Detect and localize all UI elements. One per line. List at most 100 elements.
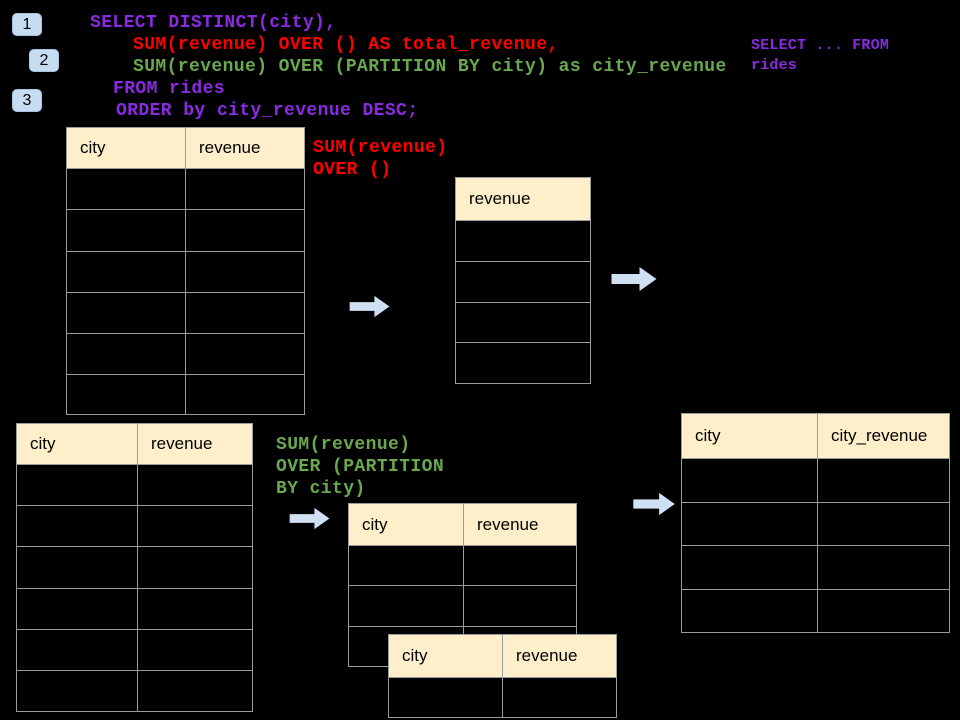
table-cell	[186, 169, 304, 209]
table-cell	[67, 169, 186, 210]
table-cell	[456, 343, 590, 383]
table-cell	[818, 459, 949, 502]
column-header-city: city	[682, 414, 818, 458]
table-row	[67, 168, 304, 210]
arrow-right-icon	[289, 507, 330, 530]
table-rides-top: city revenue	[66, 127, 305, 415]
table-cell	[138, 547, 252, 587]
column-header-revenue: revenue	[516, 646, 578, 665]
table-header-row: city revenue	[67, 128, 304, 168]
sql-line-order-by: ORDER by city_revenue DESC;	[116, 101, 419, 121]
table-city-revenue-result: city city_revenue	[681, 413, 950, 633]
table-row	[17, 628, 252, 670]
table-row	[456, 301, 590, 343]
table-row	[17, 587, 252, 629]
table-row	[349, 545, 576, 586]
column-header-revenue: revenue	[469, 189, 531, 208]
table-partition-b: city revenue	[388, 634, 617, 718]
annotation-total-line-2: OVER ()	[313, 160, 392, 180]
table-cell	[818, 546, 949, 589]
table-body	[682, 458, 949, 632]
table-cell	[186, 293, 304, 333]
table-cell	[17, 465, 138, 506]
table-row	[67, 291, 304, 334]
table-cell	[17, 506, 138, 547]
table-cell	[456, 303, 590, 343]
table-cell	[456, 262, 590, 302]
side-code-rides: rides	[751, 57, 798, 74]
column-header-revenue: revenue	[199, 138, 261, 157]
table-cell	[17, 670, 138, 711]
table-row	[682, 501, 949, 546]
table-cell	[17, 629, 138, 670]
table-header-row: city city_revenue	[682, 414, 949, 458]
table-cell	[138, 630, 252, 670]
table-cell	[138, 506, 252, 546]
column-header-city: city	[349, 504, 464, 545]
table-cell	[682, 459, 818, 502]
table-row	[67, 333, 304, 375]
table-header-row: city revenue	[17, 424, 252, 464]
table-row	[17, 669, 252, 711]
sql-line-sum-partition: SUM(revenue) OVER (PARTITION BY city) as…	[133, 57, 727, 77]
table-row	[17, 505, 252, 547]
table-cell	[349, 546, 464, 586]
column-header-city: city	[389, 635, 503, 677]
table-cell	[186, 375, 304, 414]
table-cell	[17, 588, 138, 629]
table-row	[682, 458, 949, 502]
table-cell	[818, 590, 949, 633]
arrow-right-icon	[611, 267, 657, 291]
annotation-partition-line-1: SUM(revenue)	[276, 435, 411, 455]
arrow-right-icon	[633, 492, 675, 516]
table-cell	[818, 503, 949, 546]
table-cell	[186, 210, 304, 250]
table-partition-a: city revenue	[348, 503, 577, 667]
table-cell	[456, 221, 590, 261]
column-header-revenue: revenue	[151, 434, 213, 453]
table-body	[456, 220, 590, 383]
table-cell	[67, 375, 186, 414]
table-cell	[186, 334, 304, 374]
table-cell	[67, 251, 186, 292]
table-header-row: city revenue	[389, 635, 616, 677]
column-header-city-revenue: city_revenue	[831, 426, 928, 445]
sql-line-select: SELECT DISTINCT(city),	[90, 13, 337, 33]
table-cell	[138, 465, 252, 505]
table-cell	[186, 252, 304, 292]
table-total-revenue-result: revenue	[455, 177, 591, 384]
table-row	[682, 545, 949, 589]
table-row	[456, 220, 590, 261]
table-cell	[682, 502, 818, 545]
step-badge-1: 1	[12, 13, 42, 36]
table-row	[456, 342, 590, 383]
table-row	[67, 209, 304, 251]
table-body	[17, 464, 252, 711]
annotation-partition-line-2: OVER (PARTITION	[276, 457, 445, 477]
table-cell	[67, 334, 186, 375]
table-cell	[349, 586, 464, 626]
table-cell	[682, 546, 818, 589]
table-row	[67, 250, 304, 292]
step-badge-2: 2	[29, 49, 59, 72]
side-code-select-from: SELECT ... FROM	[751, 37, 890, 54]
annotation-partition-line-3: BY city)	[276, 479, 366, 499]
table-row	[17, 546, 252, 588]
table-row	[682, 588, 949, 633]
table-cell	[464, 546, 576, 585]
table-header-row: city revenue	[349, 504, 576, 545]
table-header-row: revenue	[456, 178, 590, 220]
table-body	[67, 168, 304, 414]
column-header-revenue: revenue	[477, 514, 539, 534]
sql-line-from: FROM rides	[113, 79, 226, 99]
table-cell	[67, 292, 186, 334]
sql-line-sum-over: SUM(revenue) OVER () AS total_revenue,	[133, 35, 559, 55]
annotation-total-line-1: SUM(revenue)	[313, 138, 448, 158]
column-header-city: city	[67, 128, 186, 168]
table-row	[389, 677, 616, 717]
table-row	[67, 374, 304, 414]
step-badge-3: 3	[12, 89, 42, 112]
table-cell	[138, 589, 252, 629]
table-cell	[682, 589, 818, 632]
table-cell	[389, 678, 503, 717]
